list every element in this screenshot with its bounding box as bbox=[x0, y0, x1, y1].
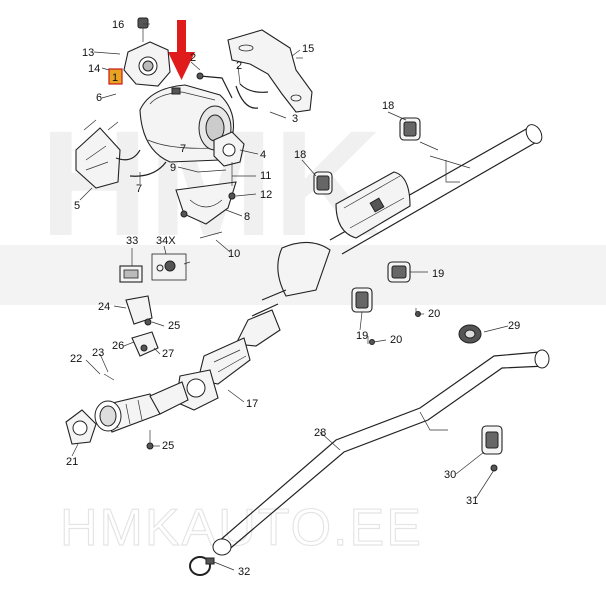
callout-34x: 34X bbox=[156, 235, 176, 247]
callout-17: 17 bbox=[246, 398, 258, 410]
callout-7a: 7 bbox=[136, 183, 142, 195]
callout-7b: 7 bbox=[180, 143, 186, 155]
front-pipe-part bbox=[175, 241, 331, 411]
pipe-bracket-part bbox=[125, 295, 159, 357]
leader-lines bbox=[71, 23, 509, 571]
callout-13: 13 bbox=[82, 47, 94, 59]
clamp-32-part bbox=[189, 556, 215, 576]
rubber-hanger-18-b bbox=[313, 171, 333, 195]
rear-pipe-part bbox=[212, 349, 550, 556]
heat-shield-part bbox=[227, 29, 313, 113]
bracket-part bbox=[75, 119, 121, 189]
callout-21: 21 bbox=[66, 456, 78, 468]
rubber-hanger-19-a bbox=[387, 261, 411, 283]
callout-19b: 19 bbox=[356, 330, 368, 342]
callout-20a: 20 bbox=[428, 308, 440, 320]
small-bolts bbox=[103, 308, 421, 450]
watermark-footer: HMKAUTO.EE bbox=[60, 499, 423, 557]
callout-24: 24 bbox=[98, 301, 110, 313]
callout-labels: 16 13 14 6 2 2 15 3 4 5 7 9 7 11 12 8 10… bbox=[66, 19, 520, 578]
flex-pipe-part bbox=[65, 381, 189, 445]
callout-18a: 18 bbox=[382, 100, 394, 112]
callout-16: 16 bbox=[112, 19, 124, 31]
callout-6: 6 bbox=[96, 92, 102, 104]
callout-18b: 18 bbox=[294, 149, 306, 161]
callout-3: 3 bbox=[292, 113, 298, 125]
callout-10: 10 bbox=[228, 248, 240, 260]
callout-12: 12 bbox=[260, 189, 272, 201]
part-1-highlight-label: 1 bbox=[112, 72, 118, 84]
rubber-hanger-19-b bbox=[351, 287, 373, 313]
clamp-7-part bbox=[115, 149, 167, 177]
callout-30: 30 bbox=[444, 469, 456, 481]
callout-4: 4 bbox=[260, 149, 266, 161]
callout-8: 8 bbox=[244, 211, 250, 223]
callout-14: 14 bbox=[88, 63, 100, 75]
callout-25b: 25 bbox=[162, 440, 174, 452]
rubber-hanger-30 bbox=[481, 425, 503, 472]
callout-29: 29 bbox=[508, 320, 520, 332]
callout-5: 5 bbox=[74, 200, 80, 212]
catalyst-body bbox=[335, 171, 411, 239]
red-arrow-icon bbox=[168, 20, 195, 80]
rubber-hanger-18-a bbox=[399, 117, 439, 151]
callout-22: 22 bbox=[70, 353, 82, 365]
callout-27: 27 bbox=[162, 348, 174, 360]
clamp-part bbox=[196, 72, 269, 109]
turbo-flange-part bbox=[123, 17, 171, 87]
callout-9: 9 bbox=[170, 162, 176, 174]
callout-31: 31 bbox=[466, 495, 478, 507]
callout-15: 15 bbox=[302, 43, 314, 55]
callout-2b: 2 bbox=[236, 60, 242, 72]
rubber-hanger-29 bbox=[458, 324, 482, 344]
callout-11: 11 bbox=[260, 170, 271, 182]
part-1-highlight: 1 bbox=[108, 68, 123, 85]
callout-2a: 2 bbox=[190, 52, 196, 64]
callout-20b: 20 bbox=[390, 334, 402, 346]
callout-32: 32 bbox=[238, 566, 250, 578]
callout-33: 33 bbox=[126, 235, 138, 247]
callout-19a: 19 bbox=[432, 268, 444, 280]
outlet-flange-part bbox=[213, 131, 245, 167]
bolts bbox=[197, 162, 236, 239]
callout-23: 23 bbox=[92, 347, 104, 359]
callout-25a: 25 bbox=[168, 320, 180, 332]
callout-26: 26 bbox=[112, 340, 124, 352]
callout-28: 28 bbox=[314, 427, 326, 439]
sensor-part bbox=[119, 253, 191, 283]
